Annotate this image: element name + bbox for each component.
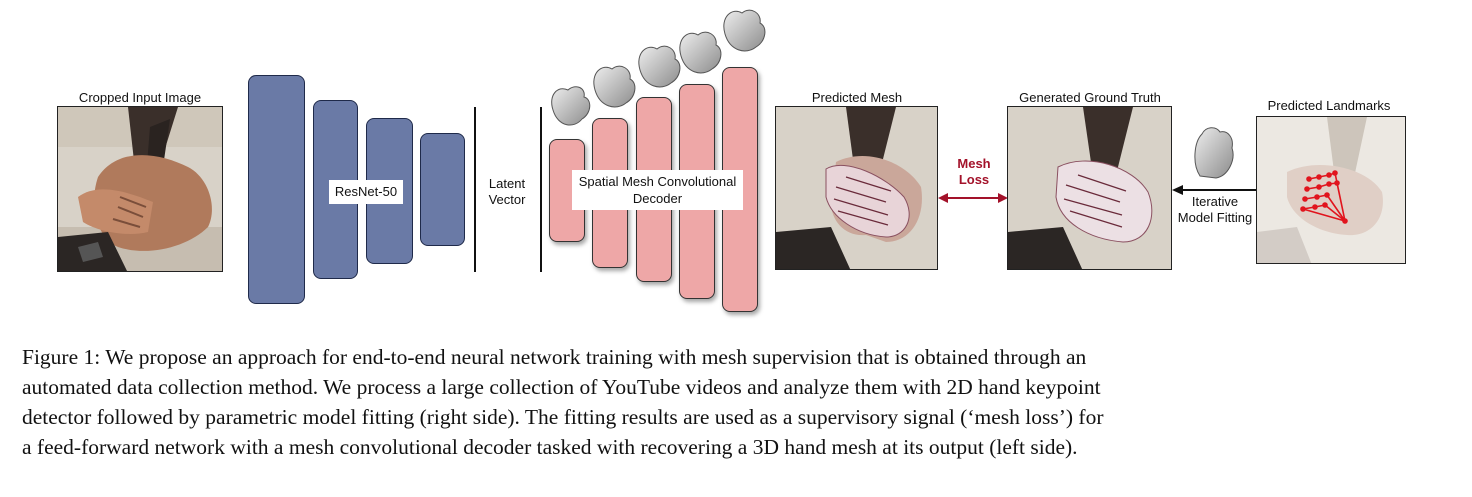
mesh-loss-label: Mesh Loss xyxy=(957,156,990,188)
decoder-label: Spatial Mesh Convolutional Decoder xyxy=(572,170,743,210)
latent-line-left xyxy=(474,107,476,272)
cropped-input-label: Cropped Input Image xyxy=(78,90,202,105)
generated-gt-image xyxy=(1007,106,1172,270)
mesh-thumbnails xyxy=(551,9,766,126)
mesh-loss-line2: Loss xyxy=(958,172,990,187)
figure-caption: Figure 1: We propose an approach for end… xyxy=(22,342,1452,462)
cropped-input-image xyxy=(57,106,223,272)
iterative-label-line2: Model Fitting xyxy=(1177,210,1253,225)
caption-line-1: Figure 1: We propose an approach for end… xyxy=(22,345,1087,369)
mesh-loss-arrow xyxy=(938,193,1008,203)
decoder-label-line1: Spatial Mesh Convolutional xyxy=(578,174,737,189)
latent-vector-label: Latent Vector xyxy=(489,176,526,208)
hand-mesh-icon-2 xyxy=(593,65,636,108)
predicted-mesh-image xyxy=(775,106,938,270)
decoder-label-line2: Decoder xyxy=(632,191,683,206)
hand-mesh-icon-5 xyxy=(723,9,766,52)
encoder-block-4 xyxy=(420,133,465,246)
encoder-block-1 xyxy=(248,75,305,304)
caption-line-3: detector followed by parametric model fi… xyxy=(22,405,1104,429)
predicted-landmarks-label: Predicted Landmarks xyxy=(1267,98,1391,113)
iterative-fitting-label: Iterative Model Fitting xyxy=(1178,194,1252,226)
ground-truth-illustration xyxy=(1008,107,1171,269)
predicted-mesh-label: Predicted Mesh xyxy=(811,90,903,105)
iterative-label-line1: Iterative xyxy=(1191,194,1239,209)
generated-gt-label: Generated Ground Truth xyxy=(1019,90,1161,105)
landmarks-illustration xyxy=(1257,117,1405,263)
hand-mesh-icon-3 xyxy=(638,45,681,88)
latent-label-line2: Vector xyxy=(488,192,526,207)
hand-photo-illustration xyxy=(58,107,222,271)
hand-mesh-icon-1 xyxy=(551,86,591,126)
hand-mesh-icon-4 xyxy=(679,31,722,74)
predicted-landmarks-image xyxy=(1256,116,1406,264)
landmark-points xyxy=(1300,170,1348,224)
predicted-mesh-illustration xyxy=(776,107,937,269)
caption-line-2: automated data collection method. We pro… xyxy=(22,375,1101,399)
latent-line-right xyxy=(540,107,542,272)
resnet-label: ResNet-50 xyxy=(329,180,403,204)
iterative-fitting-arrow xyxy=(1172,185,1256,195)
mesh-loss-line1: Mesh xyxy=(957,156,991,171)
latent-label-line1: Latent xyxy=(488,176,526,191)
hand-mesh-icon-fitting xyxy=(1194,127,1234,179)
caption-line-4: a feed-forward network with a mesh convo… xyxy=(22,435,1078,459)
